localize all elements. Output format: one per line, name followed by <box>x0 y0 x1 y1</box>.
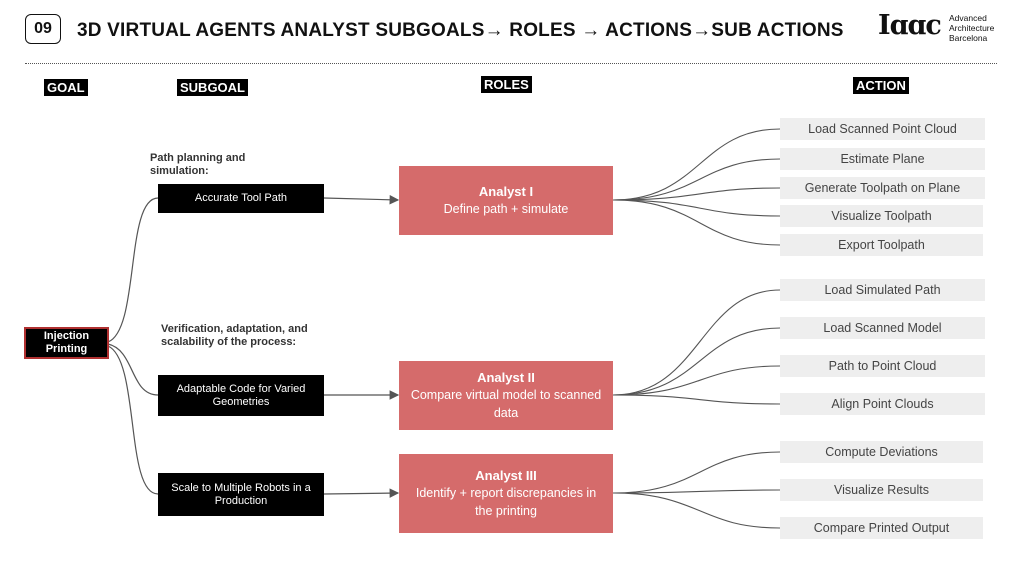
subgoal-box-2: Adaptable Code for Varied Geometries <box>158 375 324 416</box>
iaac-logo: Iɑɑc <box>878 10 942 41</box>
page-title: 3D VIRTUAL AGENTS ANALYST SUBGOALS→ ROLE… <box>77 20 844 41</box>
header-divider <box>25 63 997 64</box>
subgoal-box-3: Scale to Multiple Robots in a Production <box>158 473 324 516</box>
action-visualize-toolpath: Visualize Toolpath <box>780 205 983 227</box>
role-box-analyst-3: Analyst III Identify + report discrepanc… <box>399 454 613 533</box>
column-heading-action: ACTION <box>853 77 909 94</box>
action-align-point-clouds: Align Point Clouds <box>780 393 985 415</box>
role-description: Compare virtual model to scanned data <box>410 388 602 420</box>
action-load-scanned-point-cloud: Load Scanned Point Cloud <box>780 118 985 140</box>
role-2-action-1-line <box>612 289 781 396</box>
column-heading-roles: ROLES <box>481 76 532 93</box>
goal-to-subgoal-1-line <box>107 197 159 343</box>
action-export-toolpath: Export Toolpath <box>780 234 983 256</box>
role-name: Analyst I <box>478 184 534 199</box>
role-box-analyst-1: Analyst I Define path + simulate <box>399 166 613 235</box>
action-load-scanned-model: Load Scanned Model <box>780 317 985 339</box>
logo-line-3: Barcelona <box>949 33 988 43</box>
subgoal-caption-1: Path planning and simulation: <box>150 152 246 177</box>
action-compare-printed-output: Compare Printed Output <box>780 517 983 539</box>
logo-line-2: Architecture <box>949 23 995 33</box>
role-1-action-4-line <box>612 199 781 217</box>
role-1-action-2-line <box>612 158 781 201</box>
action-visualize-results: Visualize Results <box>780 479 983 501</box>
goal-box: Injection Printing <box>24 327 109 359</box>
subgoal-3-to-role-3-arrow <box>323 488 400 498</box>
column-heading-goal: GOAL <box>44 79 88 96</box>
goal-to-subgoal-2-line <box>107 343 159 396</box>
role-2-action-2-line <box>612 327 781 396</box>
slide-number: 09 <box>25 14 61 44</box>
column-heading-subgoal: SUBGOAL <box>177 79 248 96</box>
role-3-action-3-line <box>612 492 781 529</box>
action-path-to-point-cloud: Path to Point Cloud <box>780 355 985 377</box>
action-generate-toolpath-on-plane: Generate Toolpath on Plane <box>780 177 985 199</box>
subgoal-1-to-role-1-arrow <box>323 194 400 205</box>
role-1-action-3-line <box>612 187 781 201</box>
role-name: Analyst III <box>475 468 537 483</box>
role-2-action-3-line <box>612 365 781 396</box>
role-3-action-2-line <box>612 489 781 494</box>
logo-text: Advanced Architecture Barcelona <box>949 13 1019 43</box>
role-name: Analyst II <box>477 370 535 385</box>
role-1-action-1-line <box>612 128 781 201</box>
role-2-action-4-line <box>612 394 781 405</box>
action-compute-deviations: Compute Deviations <box>780 441 983 463</box>
role-box-analyst-2: Analyst II Compare virtual model to scan… <box>399 361 613 430</box>
role-3-action-1-line <box>612 451 781 494</box>
role-1-action-5-line <box>612 199 781 246</box>
role-description: Define path + simulate <box>443 202 569 216</box>
role-description: Identify + report discrepancies in the p… <box>415 486 597 518</box>
logo-line-1: Advanced <box>949 13 987 23</box>
subgoal-caption-2: Verification, adaptation, and scalabilit… <box>161 323 308 348</box>
goal-to-subgoal-3-line <box>107 345 159 495</box>
subgoal-box-1: Accurate Tool Path <box>158 184 324 213</box>
action-estimate-plane: Estimate Plane <box>780 148 985 170</box>
action-load-simulated-path: Load Simulated Path <box>780 279 985 301</box>
